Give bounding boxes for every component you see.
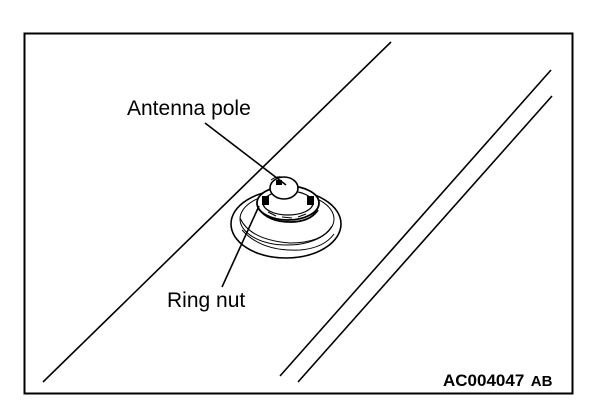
ring-nut-notch-left <box>262 196 269 205</box>
body-edge-line-left <box>42 41 392 383</box>
ring-nut-label: Ring nut <box>167 289 245 312</box>
figure-frame <box>23 32 574 395</box>
ring-nut-leader <box>221 205 260 288</box>
figure-code: AC004047 AB <box>443 371 553 390</box>
ring-nut-thread <box>267 211 307 219</box>
antenna-base <box>230 176 342 259</box>
antenna-pole-leader <box>204 122 287 186</box>
ring-nut-notch-right <box>307 196 314 205</box>
figure-code-main: AC004047 <box>443 371 524 390</box>
antenna-pole-highlight <box>276 180 282 185</box>
figure-code-suffix: AB <box>531 373 553 390</box>
body-edge-line-lower-right <box>297 95 553 383</box>
antenna-pad-shading <box>241 229 335 251</box>
antenna-pole-label: Antenna pole <box>127 97 251 120</box>
ring-nut-lower-face <box>257 207 319 223</box>
body-edge-line-upper-right <box>279 69 552 377</box>
antenna-pole-top <box>269 176 299 200</box>
